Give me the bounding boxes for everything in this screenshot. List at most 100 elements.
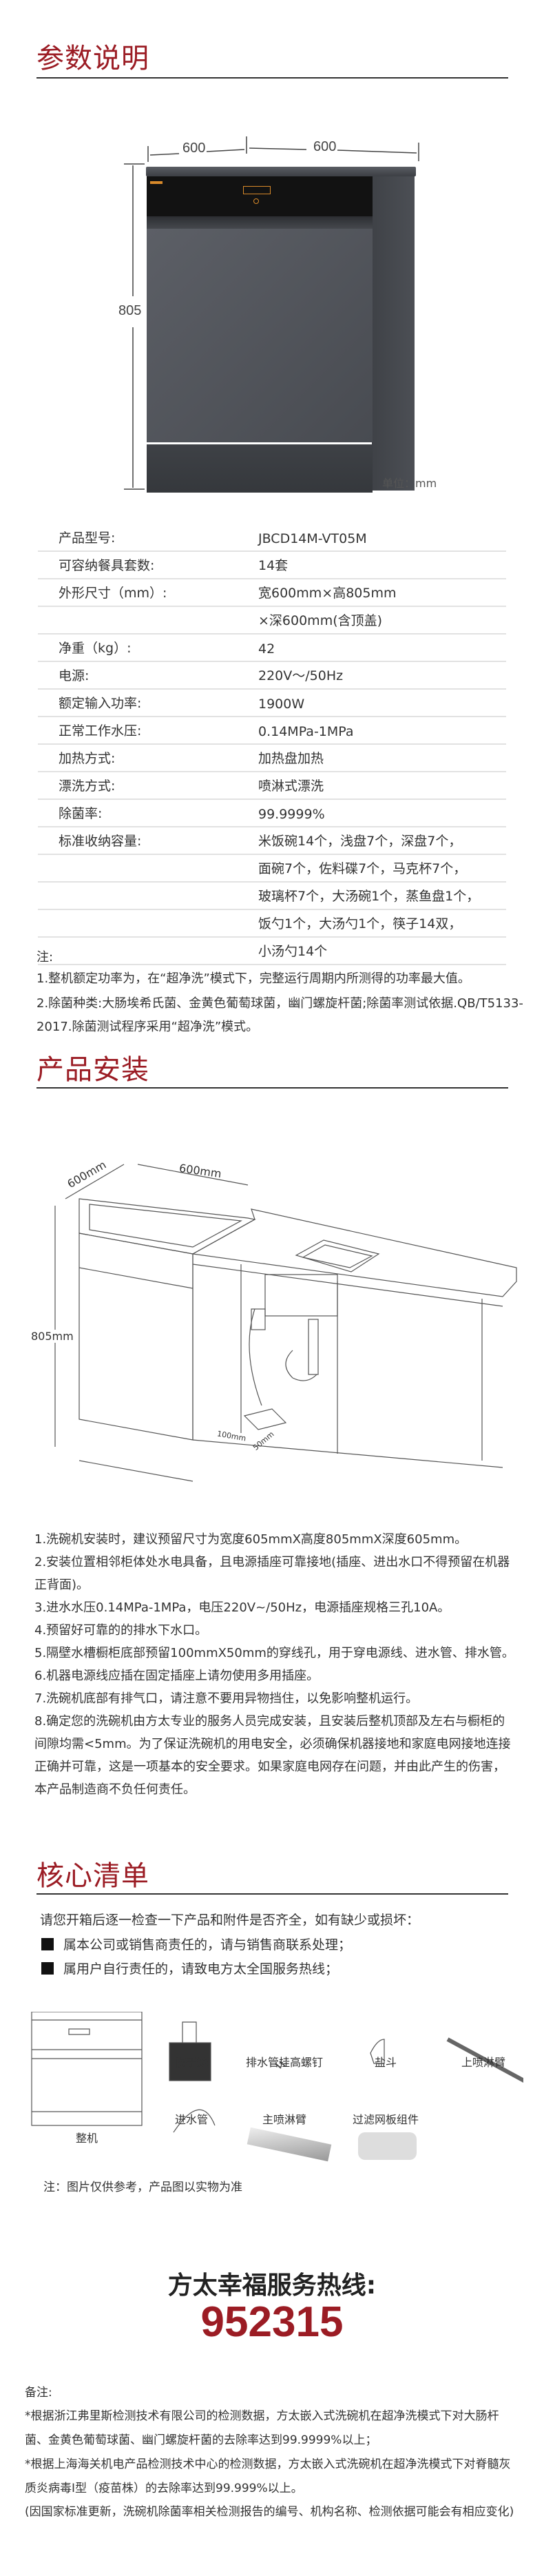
install-item: 5.隔壁水槽橱柜底部预留100mmX50mm的穿线孔，用于穿电源线、进水管、排水…	[34, 1646, 514, 1660]
remark-line: (因国家标准更新，洗碗机除菌率相关检测报告的编号、机构名称、检测依据可能会有相应…	[25, 2505, 514, 2519]
remarks-title: 备注:	[25, 2386, 52, 2400]
spec-label: 加热方式:	[38, 744, 258, 772]
checklist-note: 注：图片仅供参考，产品图以实物为准	[43, 2181, 242, 2194]
dishwasher-outline-icon	[31, 2011, 143, 2126]
spec-value: 饭勺1个，大汤勺1个，筷子14双，	[258, 909, 506, 938]
install-section-title: 产品安装	[36, 1054, 149, 1086]
install-item: 8.确定您的洗碗机由方太专业的服务人员完成安装，且安装后整机顶部及左右与橱柜的间…	[34, 1714, 511, 1797]
spec-value: JBCD14M-VT05M	[258, 524, 506, 552]
dishwasher-handle	[147, 216, 373, 229]
spec-row: 可容纳餐具套数:14套	[38, 551, 506, 579]
spec-row: 电源:220V～/50Hz	[38, 661, 506, 690]
dishwasher-top-cover	[146, 167, 416, 176]
dishwasher-door	[147, 229, 373, 442]
spec-row: 标准收纳容量:米饭碗14个，浅盘7个，深盘7个，	[38, 827, 506, 855]
spec-label: 电源:	[38, 661, 258, 690]
spec-label: 净重（kg）:	[38, 634, 258, 662]
install-instructions: 1.洗碗机安装时，建议预留尺寸为宽度605mmX高度805mmX深度605mm。…	[34, 1528, 516, 1801]
installation-line-drawing	[54, 1164, 517, 1482]
install-item: 7.洗碗机底部有排气口，请注意不要用异物挡住，以免影响整机运行。	[34, 1691, 419, 1706]
spec-label: 漂洗方式:	[38, 772, 258, 800]
spec-value: 1900W	[258, 689, 506, 717]
divider	[36, 77, 508, 79]
spec-label: 标准收纳容量:	[38, 827, 258, 855]
install-item: 4.预留好可靠的的排水下水口。	[34, 1623, 208, 1638]
accessory-label: 进水管	[174, 2113, 208, 2126]
install-item: 3.进水水压0.14MPa-1MPa，电压220V~/50Hz，电源插座规格三孔…	[34, 1600, 450, 1615]
spec-row: 面碗7个，佐料碟7个，马克杯7个，	[38, 854, 506, 883]
hotline-title: 方太幸福服务热线:	[167, 2271, 377, 2300]
width-dimension: 600	[182, 141, 206, 156]
remark-line: *根据上海海关机电产品检测技术中心的检测数据，方太嵌入式洗碗机在超净洗模式下对脊…	[25, 2457, 511, 2495]
dishwasher-kickplate	[147, 444, 373, 493]
square-bullet-icon	[41, 1938, 54, 1950]
spec-note-2: 2.除菌种类:大肠埃希氏菌、金黄色葡萄球菌，幽门螺旋杆菌;除菌率测试依据.QB/…	[36, 996, 523, 1034]
spec-row: 净重（kg）:42	[38, 634, 506, 662]
spec-label: 外形尺寸（mm）:	[38, 579, 258, 607]
spec-value: ×深600mm(含顶盖)	[258, 606, 506, 635]
spec-label: 除菌率:	[38, 799, 258, 827]
spec-value: 99.9999%	[258, 799, 506, 827]
dishwasher-dimension-figure: 600 600 805	[110, 131, 427, 517]
salt-funnel-icon	[370, 2039, 385, 2064]
dishwasher-control-panel	[147, 176, 373, 216]
install-item: 1.洗碗机安装时，建议预留尺寸为宽度605mmX高度805mmX深度605mm。	[34, 1532, 468, 1547]
spec-label	[38, 606, 258, 635]
accessory-label: 盐斗	[374, 2056, 397, 2069]
height-dimension: 805	[118, 303, 142, 318]
spec-row: 小汤勺14个	[38, 937, 506, 965]
spec-row: 饭勺1个，大汤勺1个，筷子14双，	[38, 909, 506, 938]
square-bullet-icon	[41, 1962, 54, 1975]
filter-assembly-icon	[358, 2132, 417, 2160]
checklist-bullet: 属本公司或销售商责任的，请与销售商联系处理；	[41, 1935, 351, 1953]
accessory-label: 排水管挂高螺钉	[245, 2056, 323, 2069]
checklist-section-title: 核心清单	[36, 1860, 149, 1892]
spec-row: 漂洗方式:喷淋式漂洗	[38, 772, 506, 800]
spec-value: 42	[258, 634, 506, 662]
spec-label: 可容纳餐具套数:	[38, 551, 258, 579]
cutlery-basket-icon	[169, 2042, 211, 2081]
spec-row: 加热方式:加热盘加热	[38, 744, 506, 772]
spec-value: 小汤勺14个	[258, 937, 506, 965]
checklist-intro: 请您开箱后逐一检查一下产品和附件是否齐全，如有缺少或损坏：	[40, 1913, 420, 1928]
spec-row: ×深600mm(含顶盖)	[38, 606, 506, 635]
divider	[36, 1893, 508, 1895]
accessory-label: 上喷淋臂	[461, 2056, 505, 2069]
unit-label: 单位：mm	[382, 477, 437, 490]
spec-value: 加热盘加热	[258, 744, 506, 772]
hotline-number[interactable]: 952315	[200, 2298, 344, 2346]
spec-section-title: 参数说明	[36, 43, 149, 74]
spec-value: 220V～/50Hz	[258, 661, 506, 690]
bullet-text: 属本公司或销售商责任的，请与销售商联系处理；	[63, 1937, 352, 1952]
spec-value: 14套	[258, 551, 506, 579]
upper-spray-arm-icon	[446, 2037, 532, 2086]
spec-note-1: 1.整机额定功率为，在“超净洗”模式下，完整运行周期内所测得的功率最大值。	[36, 971, 470, 986]
spec-value: 0.14MPa-1MPa	[258, 717, 506, 745]
install-item: 6.机器电源线应插在固定插座上请勿使用多用插座。	[34, 1669, 320, 1683]
depth-dimension: 600	[313, 139, 337, 154]
spec-row: 玻璃杯7个，大汤碗1个，蒸鱼盘1个，	[38, 882, 506, 910]
spec-label: 正常工作水压:	[38, 717, 258, 745]
spec-row: 额定输入功率:1900W	[38, 689, 506, 717]
remarks-body: *根据浙江弗里斯检测技术有限公司的检测数据，方太嵌入式洗碗机在超净洗模式下对大肠…	[25, 2404, 521, 2523]
bullet-text: 属用户自行责任的，请致电方太全国服务热线；	[63, 1961, 339, 1977]
install-item: 2.安装位置相邻柜体处水电具备，且电源插座可靠接地(插座、进出水口不得预留在机器…	[34, 1555, 510, 1592]
inlet-hose-icon	[173, 2109, 216, 2133]
spec-value: 宽600mm×高805mm	[258, 579, 506, 607]
accessory-label: 整机	[75, 2132, 98, 2145]
spec-label	[38, 909, 258, 938]
dishwasher-side	[372, 176, 415, 491]
accessories-figure	[28, 2011, 532, 2162]
dimension-arrows	[124, 136, 419, 490]
spec-value: 玻璃杯7个，大汤碗1个，蒸鱼盘1个，	[258, 882, 506, 910]
spec-row: 外形尺寸（mm）:宽600mm×高805mm	[38, 579, 506, 607]
spec-label	[38, 937, 258, 965]
diagram-height-label: 805mm	[31, 1330, 74, 1343]
spec-row: 正常工作水压:0.14MPa-1MPa	[38, 717, 506, 745]
accessory-label: 主喷淋臂	[262, 2113, 306, 2126]
accessory-label: 筷子笼	[174, 2056, 208, 2069]
spec-label	[38, 854, 258, 883]
spec-value: 面碗7个，佐料碟7个，马克杯7个，	[258, 854, 506, 883]
spec-value: 米饭碗14个，浅盘7个，深盘7个，	[258, 827, 506, 855]
spec-value: 喷淋式漂洗	[258, 772, 506, 800]
